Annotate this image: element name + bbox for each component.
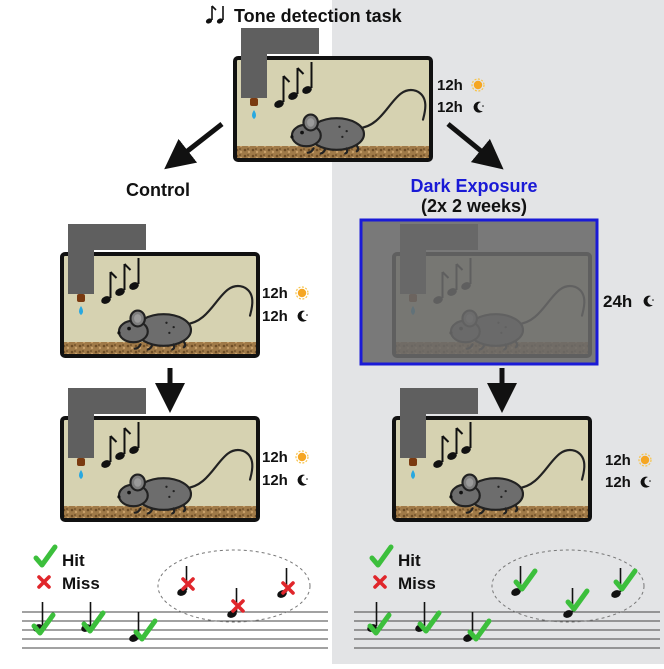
- hit-label: Hit: [62, 551, 85, 570]
- control-label: Control: [126, 180, 190, 200]
- x-icon: [281, 581, 295, 595]
- light-hours-label: 12h: [437, 77, 463, 94]
- miss-trials-region: [157, 549, 311, 623]
- moon-icon: [297, 310, 308, 322]
- arrow-icon: [164, 122, 224, 170]
- control-cage-2: [62, 388, 258, 520]
- moon-icon: [297, 474, 308, 486]
- recovered-trials-region: [491, 549, 645, 623]
- light-hours-label: 12h: [605, 452, 631, 469]
- music-notes-icon: [205, 5, 224, 24]
- control-cage-1: [62, 224, 258, 356]
- dark-exposure-duration: (2x 2 weeks): [421, 196, 527, 216]
- x-icon: [181, 577, 195, 591]
- control-cage-1-light-cycle: 12h 12h: [262, 285, 309, 325]
- constant-dark-hours-label: 24h: [603, 292, 632, 311]
- dark-hours-label: 12h: [605, 474, 631, 491]
- diagram-title: Tone detection task: [234, 6, 403, 26]
- check-icon: [36, 547, 55, 565]
- check-icon: [84, 613, 103, 631]
- dark-hours-label: 12h: [437, 99, 463, 116]
- miss-label: Miss: [62, 574, 100, 593]
- x-icon: [37, 575, 51, 589]
- control-staff: [22, 549, 328, 649]
- dark-hours-label: 12h: [262, 308, 288, 325]
- dark-exposure-label: Dark Exposure: [410, 176, 537, 196]
- hit-label: Hit: [398, 551, 421, 570]
- arrow-icon: [446, 122, 504, 170]
- hit-note: [127, 611, 141, 645]
- dark-hours-label: 12h: [262, 472, 288, 489]
- sun-icon: [295, 450, 309, 464]
- control-legend: Hit Miss: [36, 547, 100, 593]
- top-light-cycle: 12h 12h: [437, 77, 485, 116]
- dark-exposure-post-light-cycle: 12h 12h: [605, 452, 652, 491]
- constant-dark-cycle: 24h: [603, 292, 654, 311]
- dark-exposure-legend: Hit Miss: [372, 547, 436, 593]
- light-hours-label: 12h: [262, 449, 288, 466]
- x-icon: [231, 599, 245, 613]
- light-hours-label: 12h: [262, 285, 288, 302]
- dark-exposure-staff: [354, 549, 660, 649]
- miss-label: Miss: [398, 574, 436, 593]
- sun-icon: [295, 286, 309, 300]
- control-cage-2-light-cycle: 12h 12h: [262, 449, 309, 489]
- dark-exposure-cage: [359, 218, 599, 366]
